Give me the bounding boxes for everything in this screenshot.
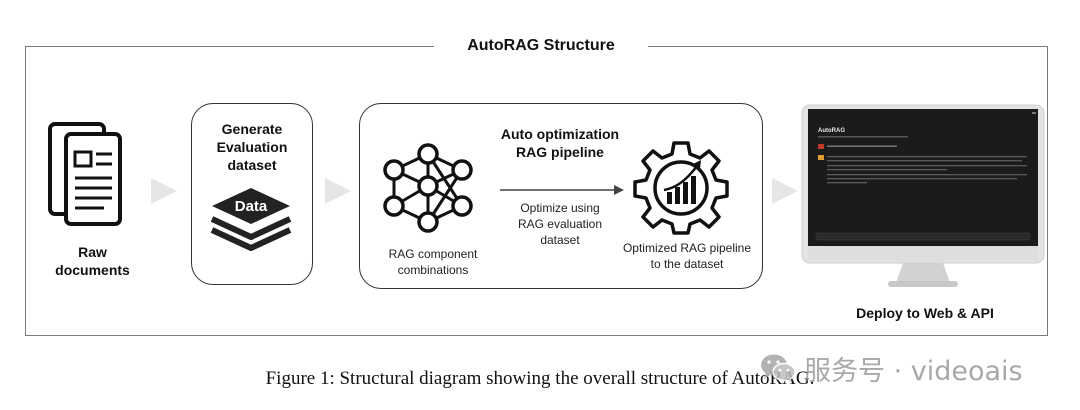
gear-chart-icon — [633, 141, 729, 235]
optimized-pipeline-label: Optimized RAG pipeline to the dataset — [622, 241, 752, 271]
data-stack-label: Data — [235, 198, 268, 215]
monitor-icon: AutoRAG — [801, 104, 1045, 287]
diagram-title: AutoRAG Structure — [434, 35, 648, 57]
watermark: 服务号 · videoais — [760, 350, 1023, 387]
watermark-text: 服务号 · videoais — [804, 355, 1023, 387]
flow-chevron — [772, 178, 798, 204]
neural-network-icon — [383, 143, 473, 233]
deploy-label: Deploy to Web & API — [856, 305, 994, 321]
flow-chevron — [325, 178, 351, 204]
wechat-icon — [761, 354, 796, 382]
generate-dataset-label: Generate Evaluation dataset — [216, 121, 288, 173]
figure-caption: Figure 1: Structural diagram showing the… — [265, 368, 815, 389]
data-stack-icon: Data — [210, 188, 292, 251]
optimize-arrow — [500, 185, 624, 195]
optimize-arrow-label: Optimize using RAG evaluation dataset — [517, 201, 603, 247]
documents-icon — [48, 122, 122, 226]
rag-combinations-label: RAG component combinations — [388, 247, 478, 277]
app-title: AutoRAG — [818, 128, 845, 134]
raw-documents-label: Raw documents — [55, 244, 130, 278]
auto-optimization-title: Auto optimization RAG pipeline — [500, 126, 620, 160]
flow-chevron — [151, 178, 177, 204]
